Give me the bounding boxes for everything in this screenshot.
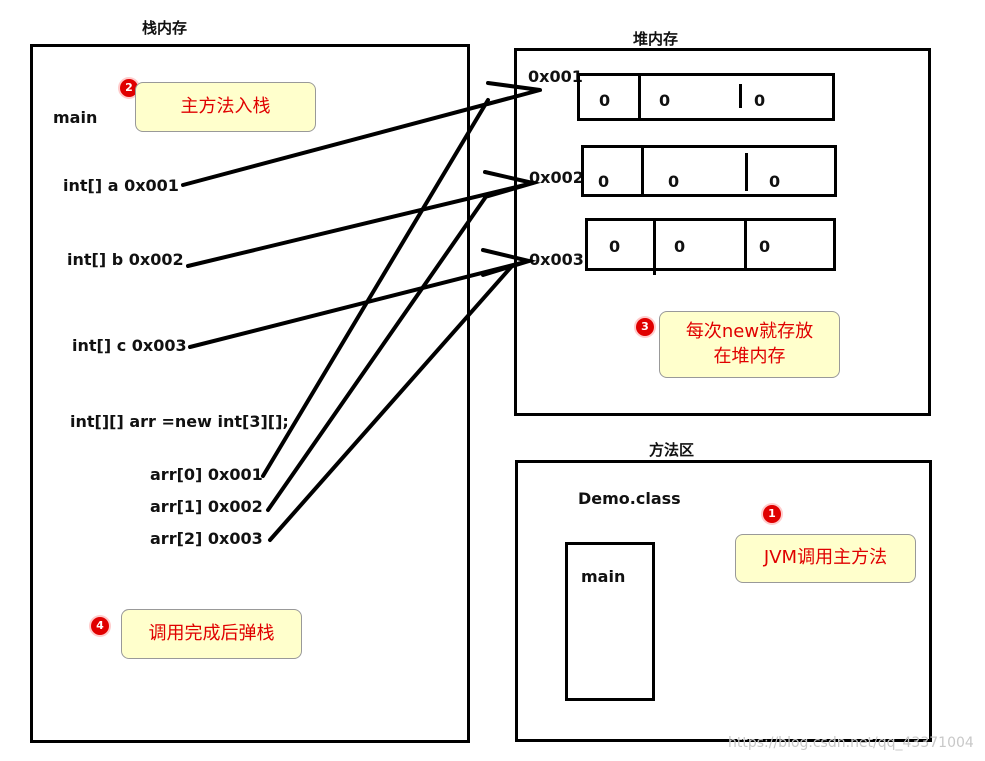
stack-arr-decl: int[][] arr =new int[3][]; — [70, 412, 289, 431]
heap-cell: 0 — [668, 172, 680, 191]
stack-arr2: arr[2] 0x003 — [150, 529, 263, 548]
stack-arr1: arr[1] 0x002 — [150, 497, 263, 516]
heap-cell: 0 — [659, 91, 671, 110]
heap-addr-0x002: 0x002 — [529, 168, 584, 187]
heap-block-divider — [653, 221, 656, 275]
note4-callout: 调用完成后弹栈 — [121, 609, 302, 659]
arrow-arr0-to-0x001 — [261, 98, 490, 478]
arrow-arr2-to-0x003 — [268, 264, 514, 542]
heap-block-0x001 — [577, 73, 835, 121]
note3-badge: 3 — [636, 318, 654, 336]
heap-block-0x003 — [585, 218, 836, 271]
method-main-label: main — [581, 567, 626, 586]
watermark: https://blog.csdn.net/qq_43371004 — [728, 735, 974, 751]
heap-addr-0x003: 0x003 — [529, 250, 584, 269]
stack-title: 栈内存 — [142, 19, 188, 37]
heap-cell: 0 — [754, 91, 766, 110]
stack-main-label: main — [53, 108, 98, 127]
heap-addr-0x001: 0x001 — [528, 67, 583, 86]
heap-block-divider — [744, 221, 747, 268]
heap-cell: 0 — [759, 237, 771, 256]
heap-block-divider — [745, 153, 748, 191]
method-area-box — [515, 460, 932, 742]
class-name: Demo.class — [578, 489, 681, 508]
note1-text: JVM调用主方法 — [763, 547, 888, 569]
note2-text: 主方法入栈 — [180, 95, 271, 117]
note3-text-line2: 在堆内存 — [713, 345, 786, 367]
method-main-box — [565, 542, 655, 701]
heap-block-0x002 — [581, 145, 837, 197]
heap-block-divider — [641, 148, 644, 194]
heap-block-divider — [638, 76, 641, 118]
note3-callout: 每次new就存放 在堆内存 — [659, 311, 840, 378]
arrow-a-to-0x001 — [181, 81, 542, 187]
note1-badge: 1 — [763, 505, 781, 523]
heap-cell: 0 — [674, 237, 686, 256]
stack-var-c: int[] c 0x003 — [72, 336, 187, 355]
note2-callout: 主方法入栈 — [135, 82, 316, 132]
note4-text: 调用完成后弹栈 — [148, 622, 275, 644]
heap-cell: 0 — [609, 237, 621, 256]
stack-box — [30, 44, 470, 743]
method-area-title: 方法区 — [649, 441, 695, 459]
note2-badge: 2 — [120, 79, 138, 97]
arrow-c-to-0x003 — [188, 248, 537, 349]
heap-box — [514, 48, 931, 416]
note4-badge: 4 — [91, 617, 109, 635]
heap-title: 堆内存 — [633, 30, 679, 48]
heap-block-divider — [739, 84, 742, 108]
note1-callout: JVM调用主方法 — [735, 534, 916, 583]
heap-cell: 0 — [598, 172, 610, 191]
stack-var-a: int[] a 0x001 — [63, 176, 179, 195]
heap-cell: 0 — [769, 172, 781, 191]
arrow-arr1-to-0x002 — [266, 196, 487, 512]
arrow-b-to-0x002 — [186, 170, 541, 268]
stack-var-b: int[] b 0x002 — [67, 250, 184, 269]
heap-cell: 0 — [599, 91, 611, 110]
note3-text-line1: 每次new就存放 — [685, 321, 814, 343]
stack-arr0: arr[0] 0x001 — [150, 465, 263, 484]
